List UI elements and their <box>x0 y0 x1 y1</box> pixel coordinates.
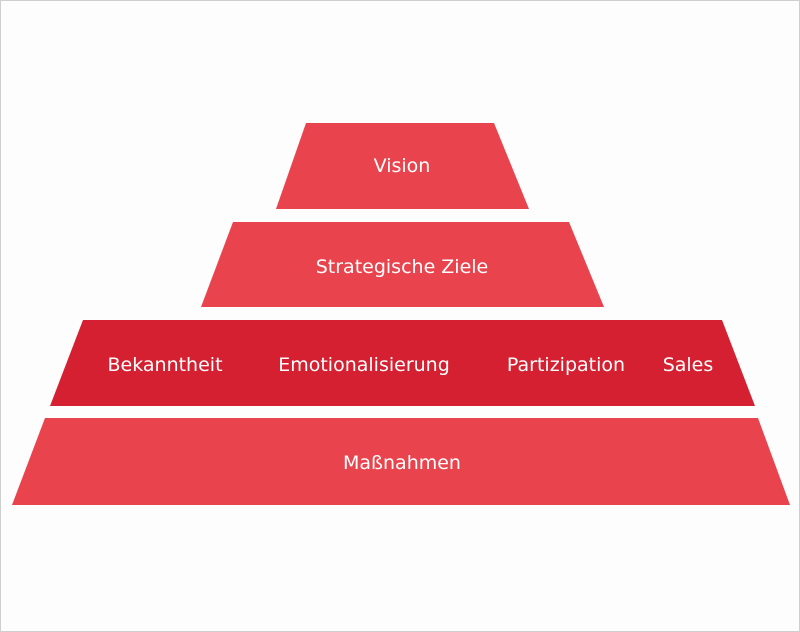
tier-goals-shape <box>50 320 755 406</box>
tier-measures-label: Maßnahmen <box>343 452 461 474</box>
tier-vision-shape <box>276 123 529 209</box>
tier-strategic-goals-label: Strategische Ziele <box>316 256 489 278</box>
goal-bekanntheit-label: Bekanntheit <box>107 354 222 376</box>
goal-emotionalisierung-label: Emotionalisierung <box>278 354 450 376</box>
tier-strategic-goals-shape <box>201 222 604 307</box>
goal-sales-label: Sales <box>663 354 714 376</box>
tier-measures-shape <box>12 418 790 505</box>
tier-vision-label: Vision <box>374 155 431 177</box>
goal-partizipation-label: Partizipation <box>507 354 625 376</box>
